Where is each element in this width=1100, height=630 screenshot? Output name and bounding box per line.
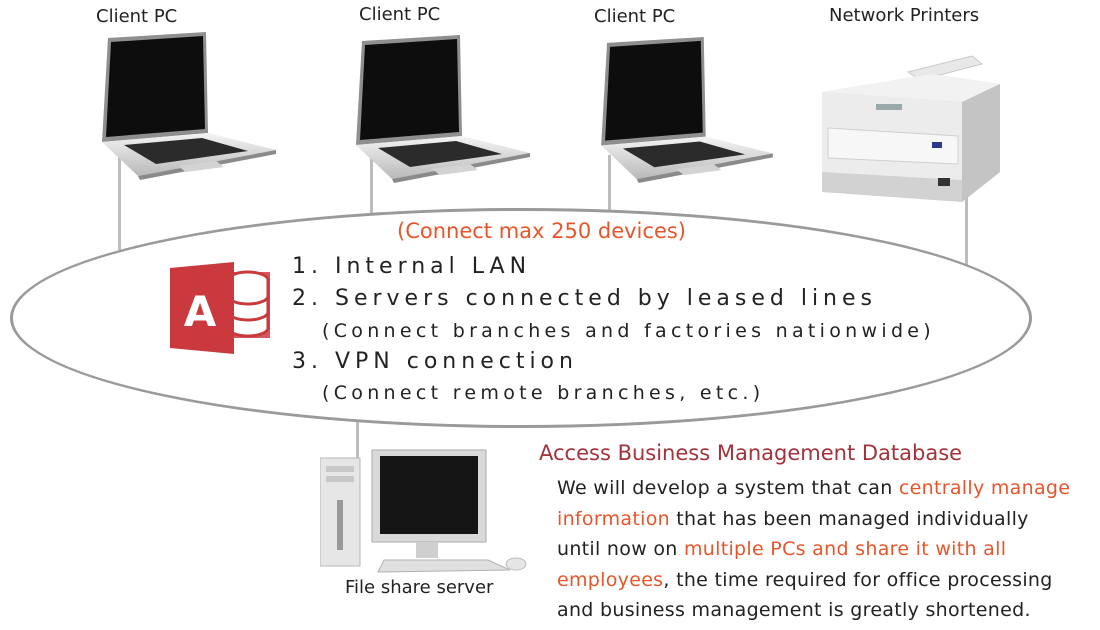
access-logo-letter: A bbox=[184, 287, 217, 336]
client-pc-label-1: Client PC bbox=[96, 6, 178, 27]
network-item-internal-lan: 1. Internal LAN bbox=[292, 254, 532, 279]
connector-line bbox=[608, 155, 611, 215]
laptop-icon bbox=[601, 36, 773, 183]
client-pc-label-2: Client PC bbox=[359, 4, 441, 25]
network-item-leased-lines: 2. Servers connected by leased lines bbox=[292, 286, 878, 311]
network-printers-label: Network Printers bbox=[829, 5, 980, 26]
access-logo-icon: A bbox=[170, 262, 270, 354]
description-title: Access Business Management Database bbox=[539, 441, 963, 465]
description-line: We will develop a system that can centra… bbox=[557, 477, 1071, 499]
description-line: and business management is greatly short… bbox=[557, 599, 1031, 621]
network-heading: (Connect max 250 devices) bbox=[397, 219, 686, 243]
connector-line bbox=[356, 420, 359, 460]
connector-line bbox=[965, 195, 968, 270]
server-computer-icon bbox=[320, 449, 527, 573]
client-pc-label-3: Client PC bbox=[594, 6, 676, 27]
file-share-server-label: File share server bbox=[345, 577, 494, 598]
description-line: information that has been managed indivi… bbox=[557, 507, 1029, 530]
connector-line bbox=[118, 150, 121, 250]
description-paragraph: We will develop a system that can centra… bbox=[557, 473, 1070, 626]
description-line: employees, the time required for office … bbox=[557, 568, 1053, 591]
network-subitem-remote: (Connect remote branches, etc.) bbox=[322, 382, 765, 404]
description-line: until now on multiple PCs and share it w… bbox=[557, 538, 1007, 560]
connector-line bbox=[370, 155, 373, 215]
laptop-icon bbox=[356, 35, 530, 183]
laptop-icon bbox=[102, 32, 276, 180]
network-item-vpn: 3. VPN connection bbox=[292, 349, 578, 374]
network-subitem-branches: (Connect branches and factories nationwi… bbox=[322, 320, 936, 342]
printer-icon bbox=[822, 55, 1000, 202]
